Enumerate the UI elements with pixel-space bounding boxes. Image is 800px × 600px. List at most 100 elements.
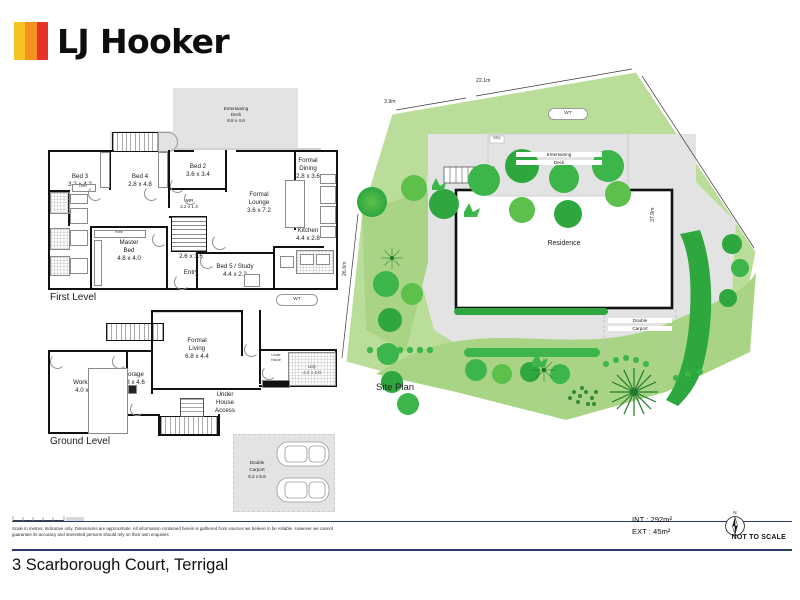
lounge-label-l3: 3.6 x 7.2 bbox=[247, 207, 271, 214]
ground-utility-bench bbox=[262, 380, 290, 388]
wall-top-left bbox=[48, 150, 114, 153]
door-bed3 bbox=[88, 186, 103, 201]
partition-study-left bbox=[196, 252, 198, 290]
compass-svg: N bbox=[725, 510, 745, 536]
footer-divider-bottom bbox=[12, 549, 792, 551]
carport-svg bbox=[232, 433, 336, 513]
brand-name: LJ Hooker bbox=[57, 21, 230, 61]
partition-bed4-bed2 bbox=[168, 150, 170, 208]
ground-stair-turn bbox=[180, 398, 204, 417]
underhouse-label-l2: House bbox=[271, 358, 281, 362]
workshop-bench bbox=[88, 368, 128, 434]
living-label-l2: Living bbox=[188, 345, 206, 352]
entry-label: Entry bbox=[183, 269, 199, 276]
kitchen-label-l2: 4.4 x 2.8 bbox=[296, 235, 320, 242]
kitchen-bench-right4 bbox=[320, 226, 336, 238]
water-tank-badge-site: WT bbox=[548, 108, 588, 120]
carport-inset-l1: Double bbox=[249, 460, 265, 465]
site-carport-label-l2: Carport bbox=[608, 326, 672, 332]
deck-label-l2: Deck bbox=[230, 112, 242, 117]
tree-cluster-left bbox=[373, 271, 423, 415]
partition-bed2-bottom bbox=[169, 188, 225, 190]
dim-top: 22.1m bbox=[476, 78, 491, 84]
study-label-l2: 4.4 x 2.2 bbox=[223, 271, 247, 278]
kitchen-bench-right2 bbox=[320, 186, 336, 204]
deck-stair-round bbox=[158, 132, 178, 152]
toilet-fixture bbox=[70, 258, 88, 274]
area-summary: INT : 292m² EXT : 45m² bbox=[632, 514, 672, 538]
living-label-l3: 6.8 x 4.4 bbox=[185, 353, 209, 360]
first-level-title: First Level bbox=[50, 292, 97, 303]
deck-label-l1: Entertaining bbox=[223, 106, 249, 111]
storage-label-l1: Storage bbox=[122, 371, 144, 378]
kitchen-island bbox=[285, 180, 305, 228]
partition-bath-top bbox=[48, 190, 70, 192]
access-label-l3: Access bbox=[215, 407, 235, 414]
hedge-right bbox=[666, 230, 712, 406]
wall-top-right bbox=[236, 150, 338, 153]
interior-area: INT : 292m² bbox=[632, 515, 672, 524]
door-storage-bottom bbox=[130, 402, 144, 416]
ground-wall-utility-top bbox=[259, 349, 337, 351]
bed4-label-l1: Bed 4 bbox=[131, 173, 149, 180]
utility-tile bbox=[288, 352, 336, 386]
wc-tile bbox=[50, 256, 70, 276]
kitchen-label-l1: Kitchen bbox=[297, 227, 319, 234]
ensuite-tile bbox=[50, 192, 70, 214]
robe-label: Robe bbox=[114, 229, 124, 234]
ground-wall-left bbox=[48, 350, 50, 434]
site-plan: Residence Entertaining Deck Double Carpo… bbox=[336, 62, 792, 422]
ground-wall-utility-left bbox=[259, 310, 261, 384]
door-storage bbox=[112, 354, 127, 369]
door-entry bbox=[174, 274, 190, 290]
ground-lower-stairs bbox=[160, 416, 218, 435]
north-compass-icon: N bbox=[722, 508, 748, 538]
brand-logo: LJ Hooker bbox=[14, 21, 230, 61]
bed3-label-l1: Bed 3 bbox=[71, 173, 89, 180]
dim-right: 37.9m bbox=[650, 207, 656, 222]
door-living bbox=[244, 342, 259, 357]
ground-wall-formal-right bbox=[241, 310, 243, 356]
ground-wall-formal-top bbox=[151, 310, 243, 312]
kitchen-bench-right bbox=[320, 174, 336, 184]
ground-wall-mid bbox=[151, 388, 261, 390]
wall-right bbox=[335, 150, 338, 290]
water-tank-badge-first: WT bbox=[276, 294, 318, 306]
storage-label-l2: 2.8 x 4.6 bbox=[121, 379, 145, 386]
site-plan-title: Site Plan bbox=[376, 382, 415, 393]
dining-label-l2: Dining bbox=[299, 165, 317, 172]
ground-wall-left-top bbox=[48, 350, 152, 352]
deck-label-l3: 8.8 x 4.6 bbox=[227, 118, 245, 123]
partition-master-top bbox=[90, 226, 168, 228]
master-label-l3: 4.8 x 4.0 bbox=[117, 255, 141, 262]
hedge-front bbox=[454, 308, 608, 315]
wall-bottom bbox=[48, 288, 338, 291]
workshop-label-l2: 4.0 x 6.2 bbox=[75, 387, 99, 394]
bed2-label-l1: Bed 2 bbox=[189, 163, 207, 170]
wall-top-mid bbox=[174, 150, 194, 153]
wc2-fixture bbox=[244, 274, 260, 287]
carport-inset-l3: 6.2 x 5.6 bbox=[248, 474, 266, 479]
exterior-area: EXT : 45m² bbox=[632, 526, 671, 536]
dim-left: 26.6m bbox=[342, 261, 348, 276]
partition-lounge-dining bbox=[294, 150, 296, 174]
dim-top-left: 3.9m bbox=[384, 99, 396, 105]
ground-wall-access-right bbox=[218, 414, 220, 436]
bed3-robe bbox=[100, 152, 110, 188]
tree-cluster-top bbox=[357, 149, 631, 228]
bed2-label-l2: 3.6 x 3.4 bbox=[186, 171, 210, 178]
lounge-label-l2: Lounge bbox=[248, 199, 270, 206]
site-plan-svg bbox=[341, 68, 757, 421]
tree-cluster-shrubs bbox=[465, 234, 749, 384]
not-to-scale-label: NOT TO SCALE bbox=[731, 534, 786, 541]
door-underhouse bbox=[262, 366, 276, 380]
bed4-label-l2: 2.8 x 4.8 bbox=[128, 181, 152, 188]
hedge-dots-bottom bbox=[603, 355, 703, 381]
door-workshop bbox=[50, 354, 65, 369]
first-level-floorplan: Entertaining Deck 8.8 x 4.6 Bed 3 3.2 x … bbox=[48, 88, 338, 303]
linen-label: Linen bbox=[78, 183, 88, 188]
lawn-band-bottom bbox=[376, 272, 756, 420]
shower-fixture bbox=[70, 230, 88, 246]
powder-fixture bbox=[280, 256, 294, 268]
lounge-label-l1: Formal bbox=[249, 191, 269, 198]
